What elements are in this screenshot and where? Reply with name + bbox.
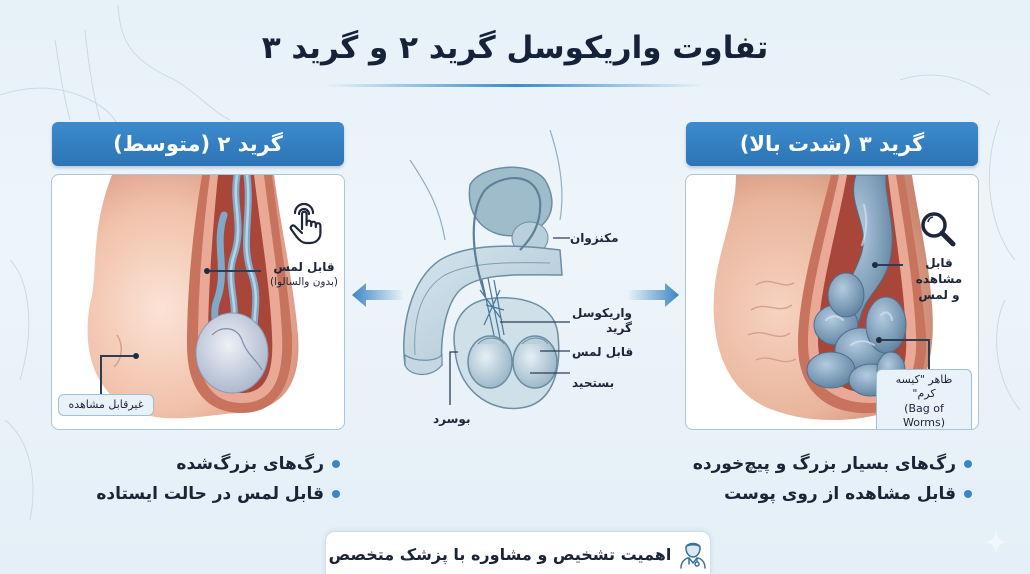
grade2-illustration-card: قابل لمس (بدون والسالوا) غیرقابل مشاهده	[51, 174, 345, 430]
grade3-scrotum-illustration	[713, 175, 933, 421]
title-underline	[325, 84, 705, 87]
bullet-dot-icon	[964, 460, 972, 468]
grade3-tag-leader-v	[928, 339, 930, 369]
sparkle-icon	[984, 530, 1008, 554]
grade3-callout: قابل مشاهده و لمس	[900, 255, 978, 304]
label-varicocele: واریکوسل گرید	[572, 306, 632, 336]
arrow-right-icon	[627, 283, 679, 307]
magnifier-icon	[921, 212, 956, 247]
grade2-tag-dot	[133, 353, 139, 359]
arrow-left-icon	[352, 283, 404, 307]
label-varicocele-line1: واریکوسل	[572, 306, 632, 320]
grade2-callout-dot	[204, 268, 210, 274]
footer-text: اهمیت تشخیص و مشاوره با پزشک متخصص	[328, 544, 672, 564]
grade3-bag-of-worms-tag: ظاهر "کیسه کرم" (Bag of Worms)	[876, 369, 972, 429]
grade3-illustration-card: قابل مشاهده و لمس ظاهر "کیسه کرم" (Bag o…	[685, 174, 979, 430]
grade3-tag-dot	[876, 337, 882, 343]
grade2-not-visible-tag: غیرقابل مشاهده	[58, 394, 154, 417]
grade3-callout-leader	[877, 264, 903, 266]
label-varicocele-line2: گرید	[606, 321, 632, 335]
grade3-bullet-item: رگ‌های بسیار بزرگ و پیچ‌خورده	[693, 449, 972, 479]
grade2-callout-main: قابل لمس	[273, 260, 335, 274]
label-testis: بستحید	[572, 376, 615, 390]
grade2-tag-leader-v	[100, 355, 102, 397]
footer-banner: اهمیت تشخیص و مشاوره با پزشک متخصص	[325, 531, 711, 574]
grade2-callout: قابل لمس (بدون والسالوا)	[261, 259, 344, 289]
grade3-tag-leader-h	[881, 339, 929, 341]
bullet-dot-icon	[332, 460, 340, 468]
grade2-bullet-item: قابل لمس در حالت ایستاده	[96, 479, 340, 509]
grade2-tag-leader-h	[100, 355, 134, 357]
grade3-bullet-item: قابل مشاهده از روی پوست	[693, 479, 972, 509]
grade2-scrotum-illustration	[87, 175, 299, 419]
label-bladder: مکنزوان	[570, 231, 619, 245]
grade2-callout-sub: (بدون والسالوا)	[269, 276, 339, 289]
label-scrotum: بوسرد	[433, 412, 471, 426]
center-anatomy-illustration	[403, 130, 570, 410]
grade3-tag-line2: (Bag of Worms)	[902, 401, 946, 429]
bullet-dot-icon	[964, 490, 972, 498]
bullet-dot-icon	[332, 490, 340, 498]
grade3-bullet-list: رگ‌های بسیار بزرگ و پیچ‌خورده قابل مشاهد…	[693, 449, 972, 509]
doctor-icon	[680, 542, 707, 569]
grade3-callout-main: قابل مشاهده	[915, 256, 963, 287]
label-palpable: قابل لمس	[572, 345, 634, 359]
touch-hand-icon	[289, 202, 322, 245]
grade2-bullet-item: رگ‌های بزرگ‌شده	[96, 449, 340, 479]
grade3-callout-dot	[872, 262, 878, 268]
grade3-header: گرید ۳ (شدت بالا)	[686, 122, 978, 166]
grade3-callout-sub: و لمس	[918, 288, 960, 303]
grade3-tag-line1: ظاهر "کیسه کرم"	[895, 373, 953, 401]
grade2-bullet-list: رگ‌های بزرگ‌شده قابل لمس در حالت ایستاده	[96, 449, 340, 509]
grade2-callout-leader	[209, 270, 261, 272]
page-title: تفاوت واریکوسل گرید ۲ و گرید ۳	[261, 30, 769, 66]
grade2-header: گرید ۲ (متوسط)	[52, 122, 344, 166]
